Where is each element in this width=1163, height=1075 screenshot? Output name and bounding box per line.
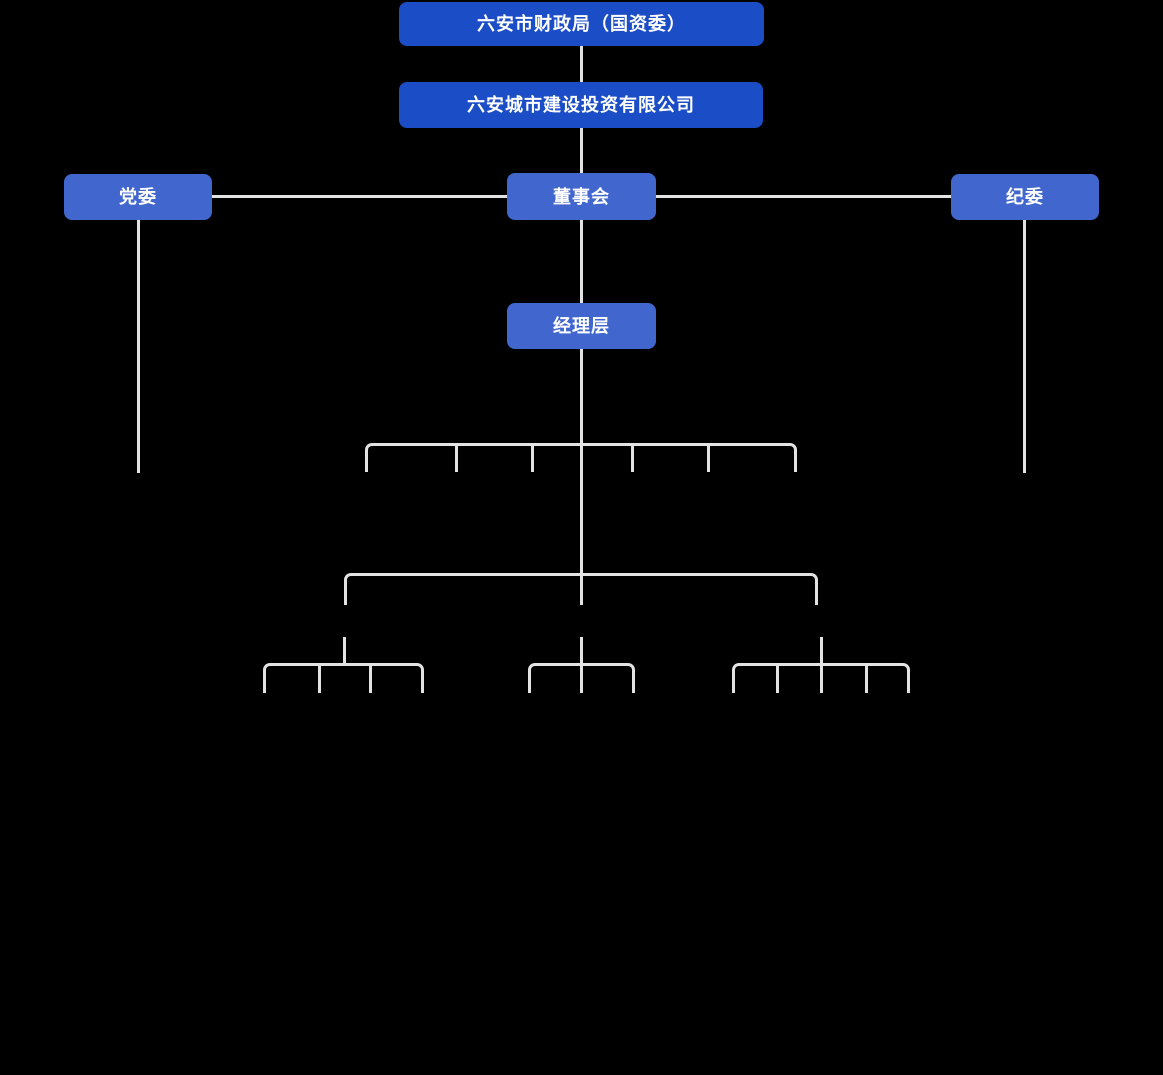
connector-bracket-level3 bbox=[365, 443, 797, 472]
connector-cluster-right-stub-3 bbox=[820, 663, 823, 693]
connector-level3-stub-4 bbox=[631, 443, 634, 472]
org-node-board-label: 董事会 bbox=[553, 186, 610, 207]
connector-cluster-right-stub-4 bbox=[865, 663, 868, 693]
org-node-board: 董事会 bbox=[507, 173, 656, 220]
connector-cluster-left-stub-3 bbox=[369, 663, 372, 693]
org-node-party-committee: 党委 bbox=[64, 174, 212, 220]
connector-cluster-left-stub-2 bbox=[318, 663, 321, 693]
connector-board-to-discipline bbox=[656, 195, 951, 198]
org-node-root-label: 六安市财政局（国资委） bbox=[477, 14, 686, 34]
connector-party-drop bbox=[137, 220, 140, 473]
connector-level3-stub-2 bbox=[455, 443, 458, 472]
org-node-management-label: 经理层 bbox=[553, 316, 610, 336]
connector-cluster-middle-drop bbox=[580, 637, 583, 663]
connector-bracket-level4 bbox=[344, 573, 818, 605]
connector-management-trunk bbox=[580, 349, 583, 605]
connector-board-to-management bbox=[580, 220, 583, 303]
org-node-company: 六安城市建设投资有限公司 bbox=[399, 82, 763, 128]
connector-cluster-right-stub-2 bbox=[776, 663, 779, 693]
org-node-company-label: 六安城市建设投资有限公司 bbox=[467, 95, 695, 115]
connector-party-to-board bbox=[212, 195, 507, 198]
org-node-discipline-committee: 纪委 bbox=[951, 174, 1099, 220]
connector-cluster-left-drop bbox=[343, 637, 346, 663]
connector-root-to-company bbox=[580, 46, 583, 82]
org-node-root: 六安市财政局（国资委） bbox=[399, 2, 764, 46]
connector-cluster-middle-stub-2 bbox=[580, 663, 583, 693]
org-node-management: 经理层 bbox=[507, 303, 656, 349]
connector-company-to-board bbox=[580, 128, 583, 173]
connector-bracket-cluster-left bbox=[263, 663, 424, 693]
connector-cluster-right-drop bbox=[820, 637, 823, 663]
connector-level3-stub-5 bbox=[707, 443, 710, 472]
org-node-party-committee-label: 党委 bbox=[119, 187, 157, 207]
org-node-discipline-committee-label: 纪委 bbox=[1006, 187, 1044, 207]
connector-level3-stub-3 bbox=[531, 443, 534, 472]
connector-discipline-drop bbox=[1023, 220, 1026, 473]
